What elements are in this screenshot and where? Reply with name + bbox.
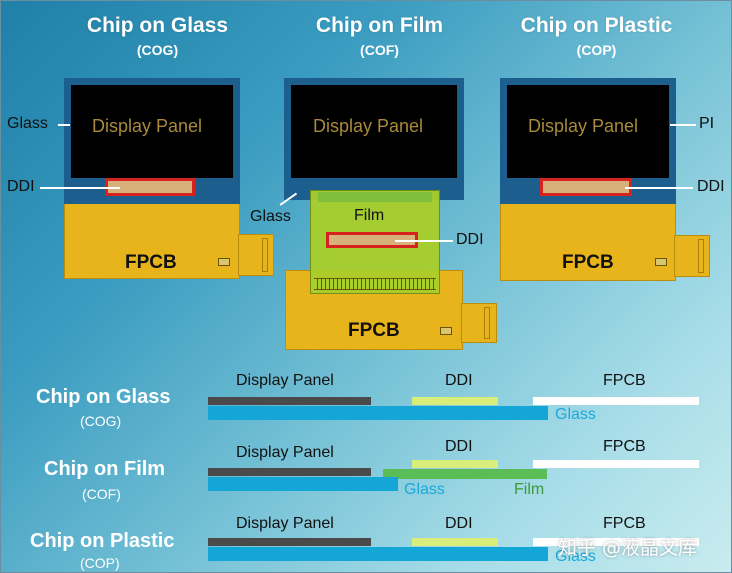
cof-film-label: Film [354,207,385,224]
row-cog-glass-label: Glass [555,406,596,423]
row-cop-glass-label: Glass [555,548,596,565]
row-cof-display-panel-label: Display Panel [236,444,334,461]
cop-fpcb-tab-slot [698,239,704,273]
cop-ddi-leader [625,187,693,189]
row-cof-film-label: Film [514,481,545,498]
cof-fpcb-tab [461,303,497,343]
cop-title: Chip on Plastic [520,14,673,37]
cop-display-panel-label: Display Panel [528,116,639,136]
cop-ddi-chip [540,178,632,196]
cog-glass-label: Glass [7,115,48,132]
cop-pi-leader [670,124,696,126]
cof-fpcb-pad [440,327,452,335]
cog-display-panel-label: Display Panel [92,116,203,136]
cop-fpcb-tab [674,235,710,277]
row-cop-title: Chip on Plastic [30,530,175,552]
cog-ddi-label: DDI [7,178,35,195]
cof-film-top-strip [318,192,432,202]
cog-title: Chip on Glass [86,14,229,37]
row-cof-glass-label: Glass [404,481,445,498]
row-cog-fpcb-bar [533,397,699,405]
cop-pi-label: PI [699,115,715,132]
row-cof-film-bar [383,469,547,479]
row-cof-subtitle: (COF) [82,486,121,502]
cof-subtitle: (COF) [360,42,399,58]
row-cof-panel-bar [208,468,371,476]
cog-fpcb-pad [218,258,230,266]
row-cop-fpcb-bar [533,538,699,546]
row-cop-display-panel-label: Display Panel [236,515,334,532]
row-cog-subtitle: (COG) [80,413,122,429]
cop-fpcb-label: FPCB [562,252,614,273]
cog-glass-leader [58,124,70,126]
row-cog-fpcb-label: FPCB [603,372,646,389]
cof-title: Chip on Film [315,14,444,37]
cop-subtitle: (COP) [576,42,617,58]
cog-fpcb-label: FPCB [125,252,177,273]
cof-film-pins [314,278,436,290]
cof-ddi-leader [395,240,453,242]
cof-glass-label: Glass [250,208,291,225]
cog-fpcb [64,196,240,279]
cog-fpcb-tab [238,234,274,276]
row-cop-ddi-bar [412,538,498,546]
row-cof-glass-bar [208,477,398,491]
row-cop-panel-bar [208,538,371,546]
row-cog-glass-bar [208,406,548,420]
watermark: 知乎 @液晶文库 [558,537,698,559]
row-cof-ddi-bar [412,460,498,468]
cop-ddi-label: DDI [697,178,725,195]
cog-ddi-leader [40,187,120,189]
row-cof-title: Chip on Film [44,458,166,480]
cof-display-panel-label: Display Panel [313,116,424,136]
cog-subtitle: (COG) [136,42,179,58]
row-cog-title: Chip on Glass [36,386,171,408]
row-cof-fpcb-label: FPCB [603,438,646,455]
cof-fpcb-tab-slot [484,307,490,339]
row-cop-fpcb-label: FPCB [603,515,646,532]
cof-fpcb-label: FPCB [348,320,400,341]
row-cop-glass-bar [208,547,548,561]
row-cop-subtitle: (COP) [80,555,120,571]
row-cog-display-panel-label: Display Panel [236,372,334,389]
cof-display-panel [284,78,464,200]
row-cop-ddi-label: DDI [445,515,473,532]
cop-fpcb-pad [655,258,667,266]
row-cog-ddi-bar [412,397,498,405]
row-cog-ddi-label: DDI [445,372,473,389]
row-cog-panel-bar [208,397,371,405]
cof-ddi-label: DDI [456,231,484,248]
row-cof-fpcb-bar [533,460,699,468]
row-cof-ddi-label: DDI [445,438,473,455]
cog-fpcb-tab-slot [262,238,268,272]
